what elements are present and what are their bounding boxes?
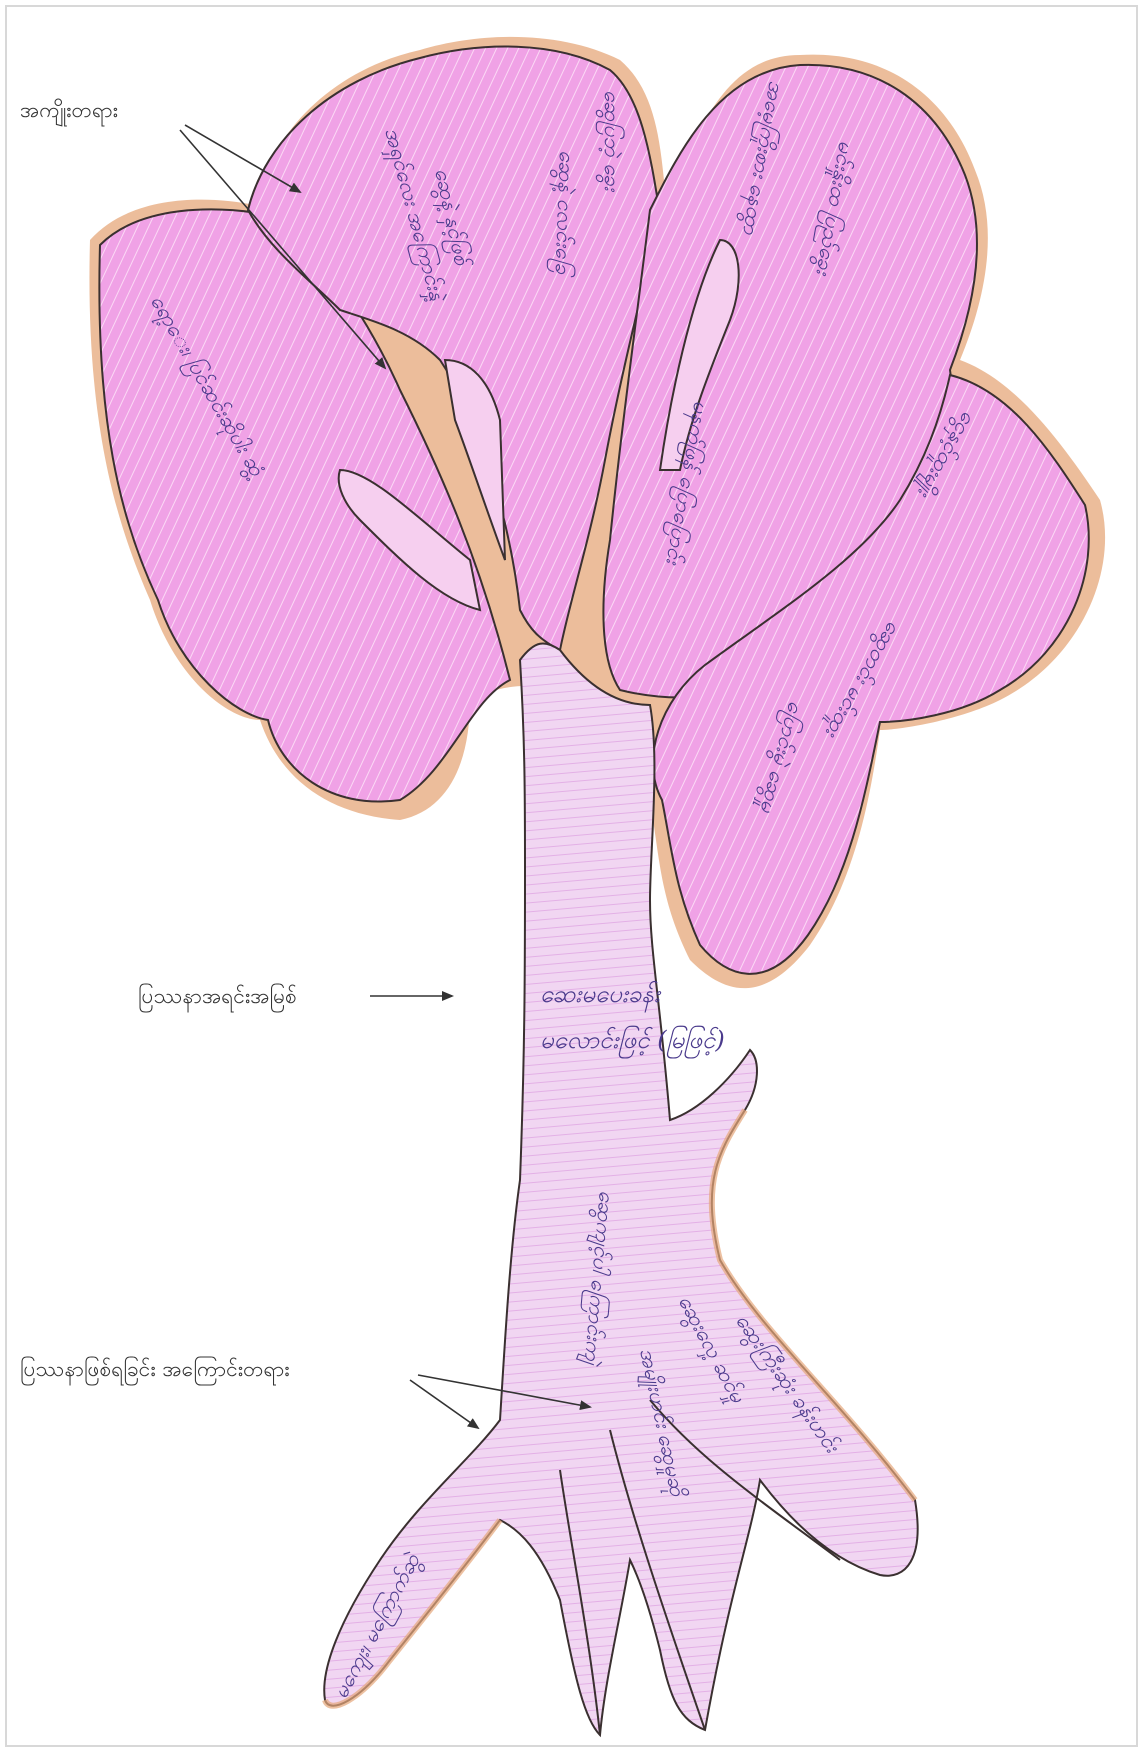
trunk-line-2: မလောင်းဖြင့် (မြဖြင့်) (540, 1025, 725, 1059)
arrow-causes-2 (410, 1380, 478, 1428)
core-problem-label: ပြဿနာအရင်းအမြစ် (138, 983, 297, 1014)
causes-label: ပြဿနာဖြစ်ရခြင်း အကြောင်းတရား (20, 1356, 290, 1387)
effects-label: အကျိုးတရား (20, 97, 118, 128)
